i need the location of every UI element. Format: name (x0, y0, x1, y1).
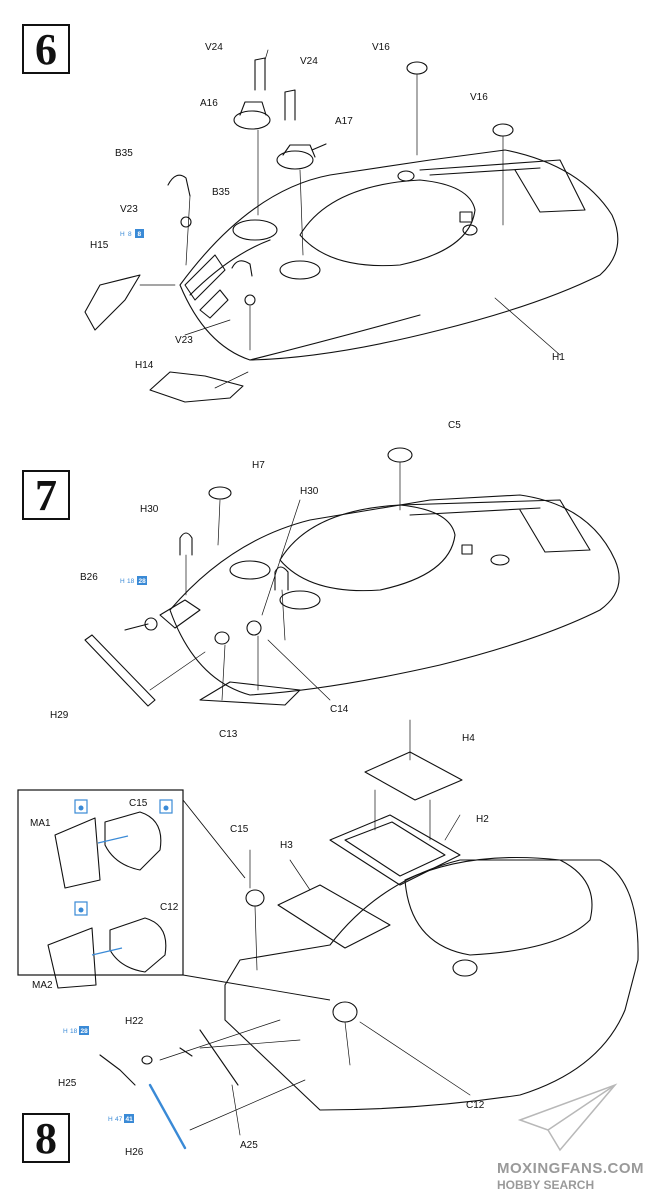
label-h7: H7 (252, 460, 265, 471)
watermark-site: MOXINGFANS.COM (497, 1160, 645, 1177)
paint-callout-8a: H 18 28 (63, 1026, 89, 1035)
svg-text:H: H (120, 578, 125, 585)
hull-step7 (169, 494, 620, 696)
label-v16b: V16 (470, 92, 488, 103)
label-ma2: MA2 (32, 980, 53, 991)
label-c5: C5 (448, 420, 461, 431)
label-a16: A16 (200, 98, 218, 109)
label-v24b: V24 (300, 56, 318, 67)
svg-text:H: H (120, 231, 125, 238)
paint-callout-8b: H 47 41 (108, 1114, 134, 1123)
label-h30b: H30 (300, 486, 319, 497)
svg-text:H: H (63, 1028, 68, 1035)
hull-step8 (224, 859, 639, 1111)
label-h14: H14 (135, 360, 154, 371)
label-c13: C13 (219, 729, 238, 740)
step-number-6: 6 (22, 24, 70, 74)
label-h4: H4 (462, 733, 475, 744)
svg-text:18: 18 (70, 1028, 78, 1035)
step-number-7: 7 (22, 470, 70, 520)
label-h26: H26 (125, 1147, 144, 1158)
label-h3: H3 (280, 840, 293, 851)
watermark-brand: HOBBY SEARCH (497, 1178, 595, 1192)
svg-text:18: 18 (127, 578, 135, 585)
label-h22: H22 (125, 1016, 144, 1027)
svg-text:H: H (108, 1116, 113, 1123)
paint-callout-6: H 8 8 (120, 229, 144, 238)
label-b35a: B35 (115, 148, 133, 159)
label-c12a: C12 (160, 902, 179, 913)
svg-text:8: 8 (138, 231, 142, 238)
label-c15b: C15 (230, 824, 249, 835)
label-c12b: C12 (466, 1100, 485, 1111)
detail-inset (17, 789, 184, 976)
label-b26: B26 (80, 572, 98, 583)
label-v23b: V23 (175, 335, 193, 346)
paint-callout-7: H 18 28 (120, 576, 147, 585)
svg-text:8: 8 (128, 231, 132, 238)
label-v24a: V24 (205, 42, 223, 53)
paint-drop-icons (78, 805, 169, 913)
label-a17: A17 (335, 116, 353, 127)
label-h2: H2 (476, 814, 489, 825)
watermark-plane-icon (517, 1083, 618, 1152)
svg-text:47: 47 (115, 1116, 123, 1123)
svg-text:28: 28 (81, 1028, 89, 1035)
label-h29: H29 (50, 710, 69, 721)
label-c15a: C15 (129, 798, 148, 809)
label-ma1: MA1 (30, 818, 51, 829)
label-v16a: V16 (372, 42, 390, 53)
step-number-8: 8 (22, 1113, 70, 1163)
label-v23a: V23 (120, 204, 138, 215)
label-h30a: H30 (140, 504, 159, 515)
label-b35b: B35 (212, 187, 230, 198)
label-c14: C14 (330, 704, 349, 715)
label-h1: H1 (552, 352, 565, 363)
label-h25: H25 (58, 1078, 77, 1089)
svg-text:41: 41 (126, 1116, 134, 1123)
label-a25: A25 (240, 1140, 258, 1151)
label-h15: H15 (90, 240, 109, 251)
svg-text:28: 28 (139, 578, 147, 585)
hull-part-h1 (179, 149, 619, 361)
